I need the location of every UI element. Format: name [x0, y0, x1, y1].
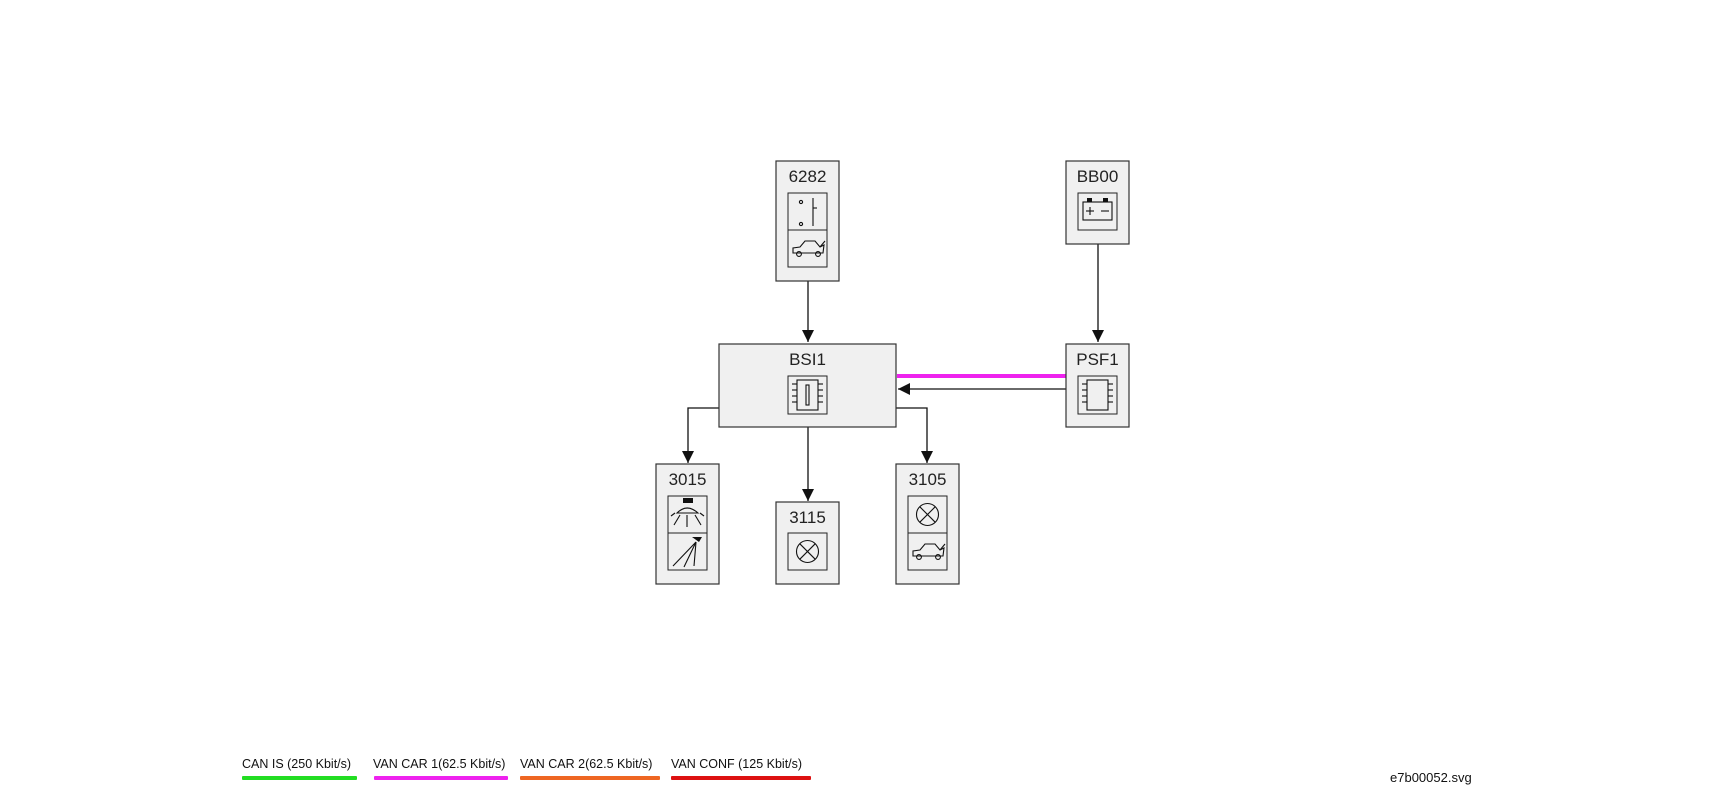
module-bsi1[interactable]: BSI1: [718, 343, 897, 428]
ceiling-lamp-icon: [667, 495, 708, 534]
module-label-bsi1: BSI1: [789, 350, 826, 369]
legend-label: VAN CAR 1(62.5 Kbit/s): [373, 757, 506, 771]
lamp-icon: [787, 532, 828, 571]
battery-icon: [1077, 192, 1118, 231]
car-trunk-icon: [787, 229, 828, 268]
module-3105[interactable]: 3105: [895, 463, 960, 585]
legend-label: VAN CAR 2(62.5 Kbit/s): [520, 757, 653, 771]
module-label-3115: 3115: [789, 508, 826, 527]
module-6282[interactable]: 6282: [775, 160, 840, 282]
reading-lamp-icon: [667, 532, 708, 571]
module-bb00[interactable]: BB00: [1065, 160, 1130, 245]
module-label-3015: 3015: [669, 470, 707, 489]
car-trunk-icon: [907, 532, 948, 571]
module-3115[interactable]: 3115: [775, 501, 840, 585]
legend-item-can-is: CAN IS (250 Kbit/s): [242, 757, 351, 771]
module-label-psf1: PSF1: [1076, 350, 1119, 369]
module-3015[interactable]: 3015: [655, 463, 720, 585]
legend-line-van-conf: [671, 776, 811, 780]
door-switch-icon: [787, 192, 828, 231]
module-label-3105: 3105: [909, 470, 947, 489]
module-label-bb00: BB00: [1077, 167, 1119, 186]
legend-line-van-car-1: [374, 776, 508, 780]
ecu-chip-icon: [787, 375, 828, 415]
module-psf1[interactable]: PSF1: [1065, 343, 1130, 428]
wire-bsi1-3105: [896, 407, 933, 463]
legend-label: VAN CONF (125 Kbit/s): [671, 757, 803, 771]
ecu-chip-icon: [1077, 375, 1118, 415]
module-label-6282: 6282: [789, 167, 827, 186]
wire-bsi1-3015: [682, 407, 719, 463]
legend-line-can-is: [242, 776, 357, 780]
lamp-icon: [907, 495, 948, 534]
legend-label: CAN IS (250 Kbit/s): [242, 757, 352, 771]
connections: [682, 244, 1104, 501]
legend-item-van-car-1: VAN CAR 1(62.5 Kbit/s): [373, 757, 505, 771]
legend-item-van-conf: VAN CONF (125 Kbit/s): [671, 757, 802, 771]
legend-item-van-car-2: VAN CAR 2(62.5 Kbit/s): [520, 757, 652, 771]
file-name-label: e7b00052.svg: [1390, 770, 1472, 785]
legend-line-van-car-2: [520, 776, 660, 780]
